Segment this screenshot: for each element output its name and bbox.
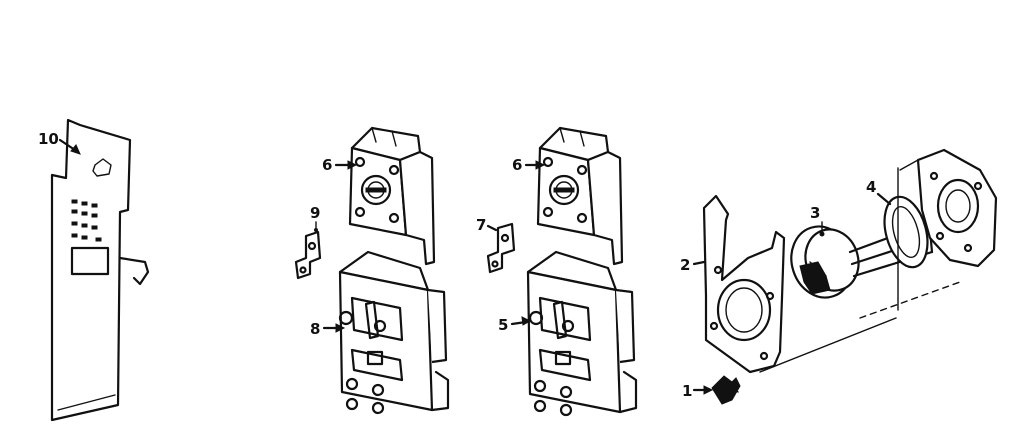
- callout-6b-label: 6: [512, 156, 522, 174]
- callout-8-label: 8: [310, 320, 320, 338]
- callout-6a-label: 6: [322, 156, 332, 174]
- part-6-upper-thermostat-left: [348, 126, 436, 266]
- callout-6-right: 6: [512, 156, 546, 174]
- part-7-clip: [486, 222, 516, 274]
- part-2-mounting-bracket: [702, 194, 897, 374]
- part-8-lower-thermostat: [338, 250, 450, 415]
- cover-slots: [71, 199, 102, 242]
- part-10-cover-plate: [50, 118, 150, 422]
- part-4-gasket: [883, 195, 929, 269]
- callout-5-label: 5: [498, 316, 508, 334]
- part-1-screw: [711, 375, 741, 405]
- callout-10-label: 10: [38, 130, 59, 148]
- callout-1: 1: [682, 382, 714, 400]
- callout-3: 3: [810, 204, 825, 237]
- tank-flange: [897, 148, 998, 311]
- callout-7: 7: [476, 216, 498, 234]
- callout-2: 2: [680, 256, 706, 274]
- callout-5: 5: [498, 316, 532, 334]
- callout-7-label: 7: [476, 216, 486, 234]
- callout-1-label: 1: [682, 382, 692, 400]
- dashed-centerline: [859, 281, 961, 319]
- callout-9: 9: [310, 204, 320, 232]
- callout-6-left: 6: [322, 156, 358, 174]
- part-5-lower-thermostat: [526, 250, 638, 417]
- callout-4: 4: [866, 178, 892, 206]
- callout-4-label: 4: [866, 178, 876, 196]
- part-6-upper-thermostat-right: [536, 126, 624, 266]
- callout-2-label: 2: [680, 256, 690, 274]
- callout-10: 10: [38, 130, 81, 155]
- callout-8: 8: [310, 320, 346, 338]
- callout-9-label: 9: [310, 204, 320, 222]
- callout-3-label: 3: [810, 204, 820, 222]
- part-9-clip: [294, 230, 322, 280]
